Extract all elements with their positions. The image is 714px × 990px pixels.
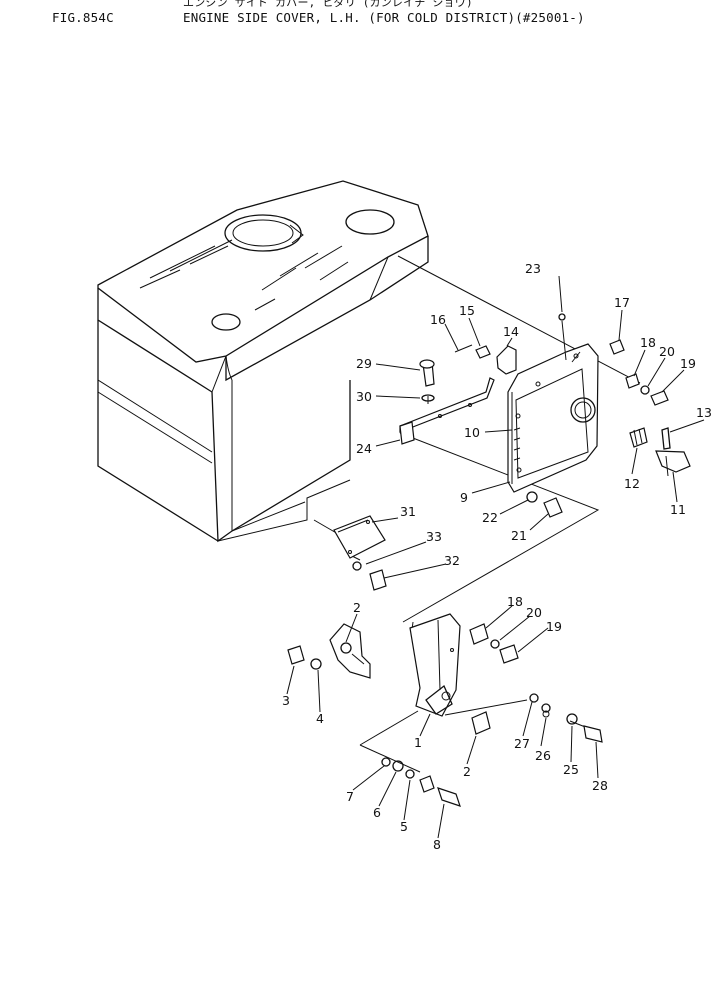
- title-english: ENGINE SIDE COVER, L.H. (FOR COLD DISTRI…: [183, 10, 585, 25]
- callout-26: 26: [535, 748, 551, 763]
- callout-32: 32: [444, 553, 460, 568]
- title-japanese: エンジン サイド カバー, ヒダリ (カンレイチ ショウ): [183, 0, 473, 9]
- callout-11: 11: [670, 502, 686, 517]
- callout-17: 17: [614, 295, 630, 310]
- callout-22: 22: [482, 510, 498, 525]
- access-cover-31: [333, 515, 387, 591]
- bracket-1: [409, 613, 519, 735]
- bracket-14: [496, 345, 517, 375]
- callout-10: 10: [464, 425, 480, 440]
- callout-18-lower: 18: [507, 594, 523, 609]
- callout-numbers: 23 17 15 16 14 18 20 19 29 30 10 13 24 1…: [282, 261, 712, 852]
- callout-33: 33: [426, 529, 442, 544]
- callout-15: 15: [459, 303, 475, 318]
- drain-valve-parts: [629, 427, 691, 477]
- callout-31: 31: [400, 504, 416, 519]
- alignment-lines: [313, 255, 641, 773]
- callout-1: 1: [414, 735, 422, 750]
- callout-27: 27: [514, 736, 530, 751]
- callout-23: 23: [525, 261, 541, 276]
- callout-19-upper: 19: [680, 356, 696, 371]
- callout-20-upper: 20: [659, 344, 675, 359]
- callout-5: 5: [400, 819, 408, 834]
- callout-leaders: [286, 275, 705, 839]
- side-cover-panel: [507, 343, 599, 493]
- callout-9: 9: [460, 490, 468, 505]
- callout-29: 29: [356, 356, 372, 371]
- callout-13: 13: [696, 405, 712, 420]
- callout-6: 6: [373, 805, 381, 820]
- callout-28: 28: [592, 778, 608, 793]
- callout-24: 24: [356, 441, 372, 456]
- bracket-24: [399, 377, 495, 445]
- callout-7: 7: [346, 789, 354, 804]
- callout-16: 16: [430, 312, 446, 327]
- bracket-2: [287, 623, 371, 679]
- callout-4: 4: [316, 711, 324, 726]
- callout-14: 14: [503, 324, 519, 339]
- callout-12: 12: [624, 476, 640, 491]
- callout-18-upper: 18: [640, 335, 656, 350]
- callout-19-lower: 19: [546, 619, 562, 634]
- callout-3: 3: [282, 693, 290, 708]
- figure-number: FIG.854C: [52, 10, 114, 25]
- callout-2-lower: 2: [463, 764, 471, 779]
- fasteners-lower-right: [529, 693, 603, 743]
- fasteners-upper: [419, 313, 669, 406]
- callout-20-lower: 20: [526, 605, 542, 620]
- callout-30: 30: [356, 389, 372, 404]
- fasteners-lower-left: [381, 757, 461, 807]
- callout-21: 21: [511, 528, 527, 543]
- engine-block: [97, 180, 429, 543]
- callout-8: 8: [433, 837, 441, 852]
- callout-25: 25: [563, 762, 579, 777]
- fasteners-middle: [526, 491, 563, 518]
- callout-2-upper: 2: [353, 600, 361, 615]
